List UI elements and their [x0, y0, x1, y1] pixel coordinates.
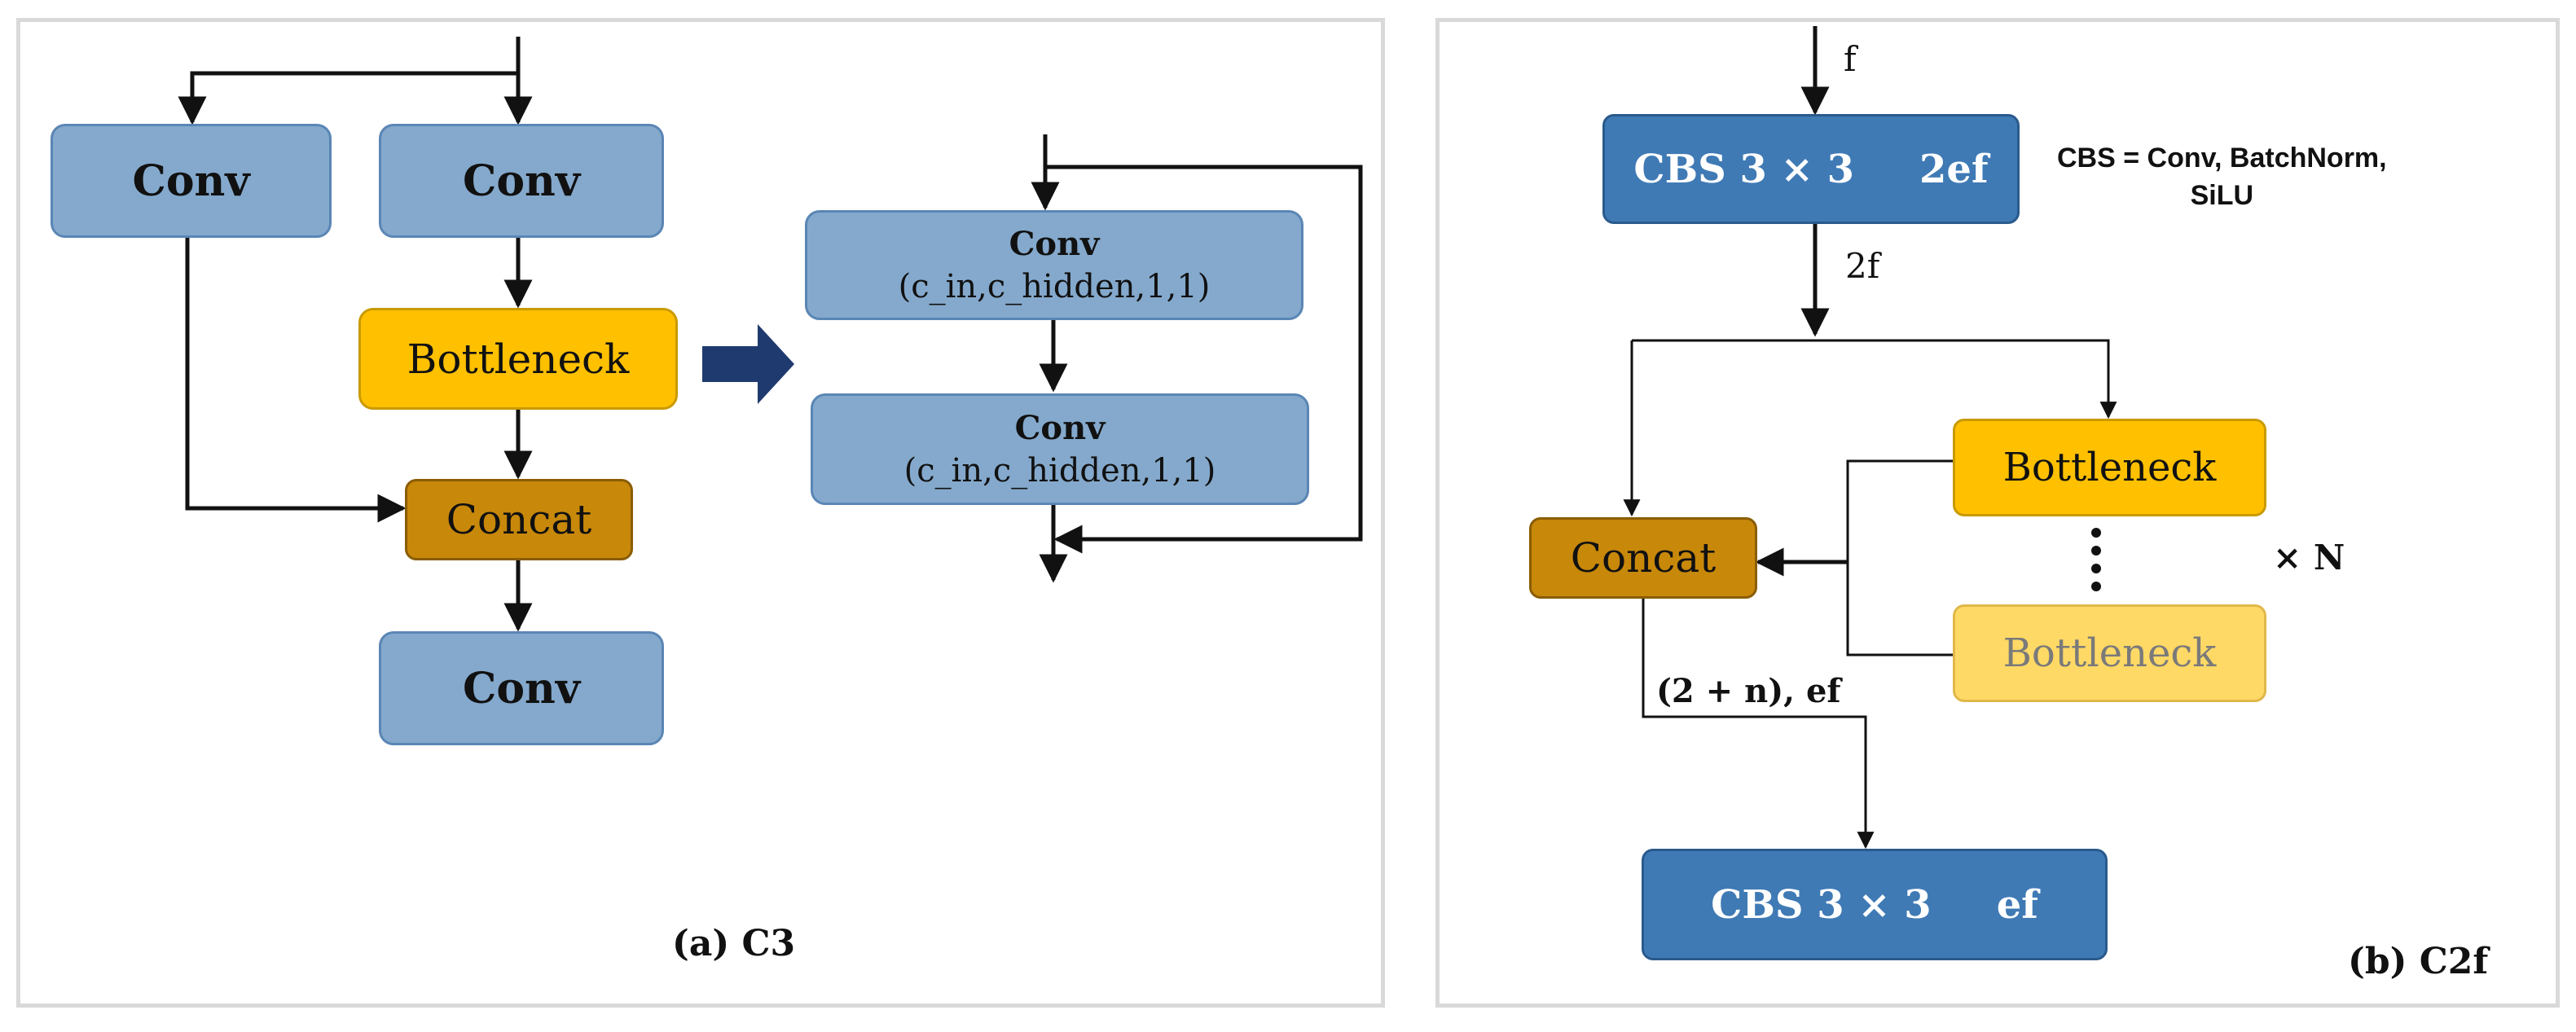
- detail-conv-2-params: (c_in,c_hidden,1,1): [903, 451, 1216, 490]
- cbs-legend-line1: CBS = Conv, BatchNorm,: [2057, 143, 2387, 173]
- cbs-legend-line2: SiLU: [2190, 179, 2254, 211]
- caption-c2f: (b) C2f: [2348, 941, 2489, 982]
- c2f-bottleneck-n: Bottleneck: [1953, 604, 2266, 702]
- cbs-legend: CBS = Conv, BatchNorm, SiLU: [2057, 140, 2387, 215]
- c3-shortcut: [185, 238, 407, 523]
- c2f-bottleneck-1: Bottleneck: [1953, 419, 2266, 516]
- c2f-split: [1632, 339, 2117, 419]
- caption-c3: (a) C3: [672, 923, 796, 964]
- c2f-repeat-label: × N: [2273, 538, 2345, 577]
- detail-residual: [1045, 165, 1363, 554]
- detail-conv-2-title: Conv: [1014, 408, 1106, 447]
- c2f-concat-out: [1642, 599, 1875, 850]
- detail-conv-1: Conv (c_in,c_hidden,1,1): [805, 210, 1303, 320]
- c3-conv-right: Conv: [379, 124, 664, 238]
- c2f-concat-label: Concat: [1570, 534, 1717, 582]
- detail-conv-1-params: (c_in,c_hidden,1,1): [898, 267, 1211, 305]
- c3-bottleneck-label: Bottleneck: [407, 335, 630, 383]
- c3-concat: Concat: [405, 479, 633, 560]
- c2f-bottleneck-n-label: Bottleneck: [2002, 630, 2217, 676]
- c2f-bottleneck-1-label: Bottleneck: [2002, 445, 2217, 490]
- c2f-split-label: 2f: [1845, 246, 1880, 286]
- c2f-bottleneck-bracket: [1846, 459, 1953, 657]
- c2f-cbs-top-channels: 2ef: [1919, 146, 1989, 192]
- expand-arrow: [702, 324, 794, 404]
- c2f-concat-out-label: (2 + n), ef: [1656, 672, 1841, 710]
- detail-conv-1-title: Conv: [1009, 224, 1100, 263]
- c2f-cbs-bottom-channels: ef: [1996, 881, 2038, 928]
- c2f-concat: Concat: [1529, 517, 1757, 599]
- c2f-input-label: f: [1844, 39, 1857, 79]
- c3-bottleneck: Bottleneck: [358, 308, 678, 410]
- c2f-cbs-bottom: CBS 3 × 3 ef: [1642, 849, 2108, 960]
- c3-conv-left: Conv: [51, 124, 332, 238]
- c3-conv-bottom-label: Conv: [462, 663, 581, 714]
- c3-conv-bottom: Conv: [379, 631, 664, 745]
- repeat-dots: [2091, 528, 2101, 591]
- c2f-cbs-top-name: CBS 3 × 3: [1633, 146, 1854, 192]
- c3-split-line: [178, 71, 518, 125]
- c3-conv-right-label: Conv: [462, 156, 581, 206]
- c3-concat-label: Concat: [446, 496, 592, 543]
- c2f-cbs-top: CBS 3 × 3 2ef: [1602, 114, 2020, 224]
- c2f-cbs-bottom-name: CBS 3 × 3: [1711, 881, 1932, 928]
- c3-conv-left-label: Conv: [132, 156, 250, 206]
- detail-conv-2: Conv (c_in,c_hidden,1,1): [811, 393, 1309, 505]
